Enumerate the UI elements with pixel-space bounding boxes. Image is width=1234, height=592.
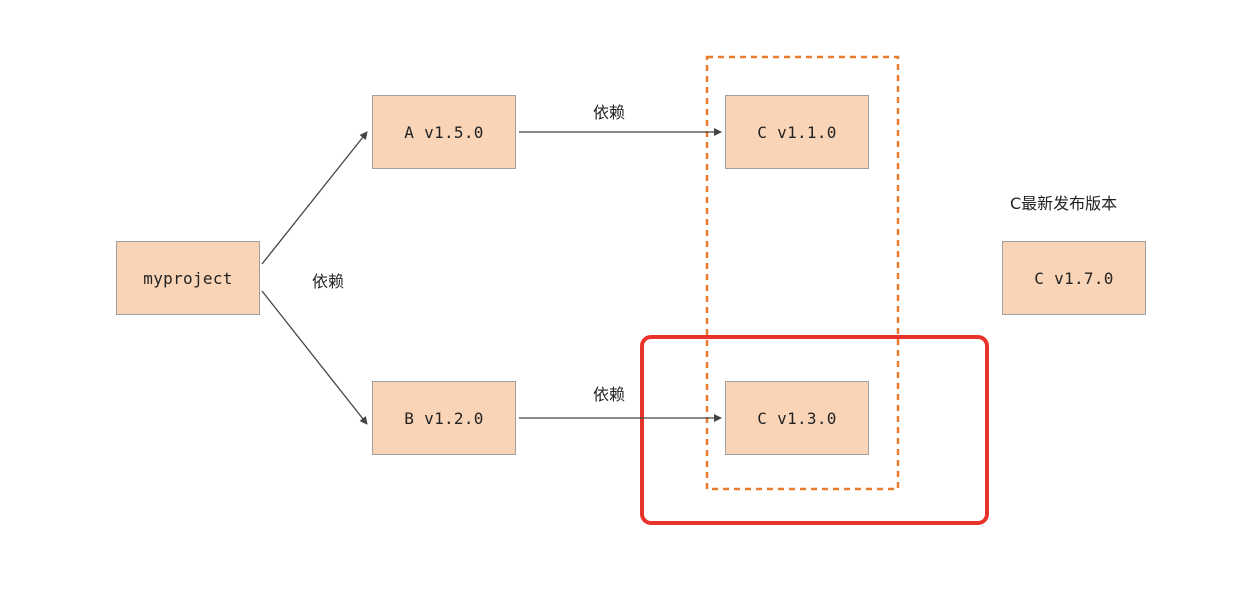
node-b: B v1.2.0 (372, 381, 516, 455)
label-depends-b: 依赖 (593, 385, 626, 404)
arrow-myproject-to-a (261, 131, 368, 265)
node-a: A v1.5.0 (372, 95, 516, 169)
label-depends-a: 依赖 (593, 103, 626, 122)
node-c-from-b: C v1.3.0 (725, 381, 869, 455)
label-latest-release: C最新发布版本 (1010, 194, 1118, 213)
node-myproject: myproject (116, 241, 260, 315)
node-c-from-a: C v1.1.0 (725, 95, 869, 169)
highlight-selected-version (640, 335, 989, 525)
label-depends-root: 依赖 (312, 272, 345, 291)
arrow-myproject-to-b (261, 290, 368, 425)
node-c-latest: C v1.7.0 (1002, 241, 1146, 315)
dashed-group-c-versions (705, 55, 900, 491)
